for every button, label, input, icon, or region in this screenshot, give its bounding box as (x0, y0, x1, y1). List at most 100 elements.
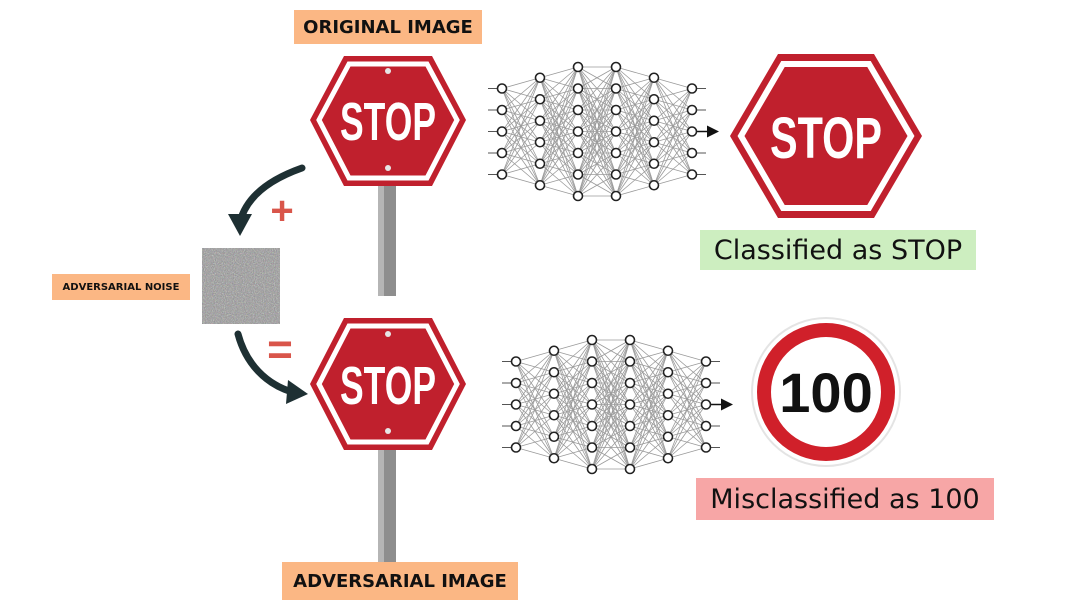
network-connection (615, 77, 655, 111)
network-node (586, 356, 598, 367)
network-connection (653, 152, 693, 186)
network-connection (629, 350, 669, 448)
network-connection (591, 382, 631, 470)
network-node (686, 104, 698, 116)
network-node (572, 104, 584, 116)
network-connection (577, 152, 617, 197)
speed-limit-sign-icon: 100 (751, 317, 901, 467)
network-connection (515, 350, 555, 405)
original-image-label: ORIGINAL IMAGE (294, 10, 482, 44)
plus-operator: + (270, 189, 293, 233)
network-node (510, 356, 522, 367)
network-connection (577, 66, 617, 89)
network-node (610, 83, 622, 94)
network-node (586, 442, 598, 453)
network-node (648, 158, 660, 170)
network-node (624, 399, 636, 410)
network-connection (615, 77, 655, 132)
network-connection (515, 350, 555, 448)
network-connection (615, 120, 655, 197)
network-connection (667, 382, 707, 459)
network-connection (667, 361, 707, 373)
network-node (624, 334, 636, 346)
network-connection (629, 436, 669, 470)
network-connection (629, 350, 669, 405)
noise-image-icon (202, 248, 280, 324)
network-connection (539, 66, 579, 79)
network-node (610, 61, 622, 73)
network-node (572, 147, 584, 159)
network-connection (501, 120, 541, 175)
network-connection (577, 66, 617, 175)
network-connection (553, 361, 593, 459)
network-node (662, 431, 674, 443)
network-connection (577, 66, 617, 197)
adversarial-stop-sign-text: STOP (340, 356, 436, 416)
network-connection (553, 339, 593, 459)
network-connection (629, 350, 669, 384)
network-node (662, 388, 674, 400)
network-connection (629, 350, 669, 427)
network-node (534, 158, 546, 170)
network-connection (591, 339, 631, 405)
network-connection (539, 131, 579, 186)
network-connection (553, 339, 593, 352)
network-connection (553, 339, 593, 437)
network-connection (577, 109, 617, 197)
network-node (586, 420, 598, 432)
network-node (648, 115, 660, 127)
network-connection (667, 361, 707, 395)
network-node (510, 420, 522, 432)
network-node (700, 399, 712, 410)
network-connection (501, 141, 541, 175)
network-connection (591, 425, 631, 470)
network-connection (615, 184, 655, 197)
network-node (610, 104, 622, 116)
network-node (662, 452, 674, 464)
network-connection (515, 350, 555, 384)
network-connection (591, 339, 631, 448)
network-connection (515, 414, 555, 448)
network-connection (577, 88, 617, 197)
network-connection (615, 66, 655, 79)
network-connection (515, 436, 555, 448)
network-connection (553, 404, 593, 459)
network-node (624, 442, 636, 453)
network-node (496, 169, 508, 180)
network-node (548, 345, 560, 357)
network-connection (539, 88, 579, 186)
neural-network-icon (488, 61, 719, 202)
network-node (534, 93, 546, 105)
network-connection (553, 457, 593, 470)
network-node (572, 190, 584, 202)
network-node (610, 190, 622, 202)
neural-network-icon (502, 334, 733, 475)
network-connection (667, 361, 707, 459)
network-node (586, 334, 598, 346)
stop-sign-icon: STOP (730, 54, 922, 218)
network-connection (577, 66, 617, 154)
network-connection (653, 88, 693, 143)
network-connection (667, 361, 707, 437)
network-node (586, 399, 598, 410)
network-connection (553, 339, 593, 416)
network-node (610, 126, 622, 137)
sign-pole-bottom-shade (378, 450, 384, 562)
network-node (700, 356, 712, 367)
network-connection (629, 415, 669, 470)
network-node (610, 147, 622, 159)
network-connection (615, 99, 655, 197)
network-node (686, 147, 698, 159)
network-connection (667, 404, 707, 459)
network-connection (553, 447, 593, 459)
network-connection (553, 339, 593, 373)
network-connection (615, 142, 655, 197)
network-connection (615, 163, 655, 197)
network-connection (653, 77, 693, 89)
network-node (534, 179, 546, 191)
network-connection (553, 425, 593, 459)
network-node (686, 169, 698, 180)
adversarial-image-label: ADVERSARIAL IMAGE (282, 562, 518, 600)
network-connection (553, 382, 593, 459)
